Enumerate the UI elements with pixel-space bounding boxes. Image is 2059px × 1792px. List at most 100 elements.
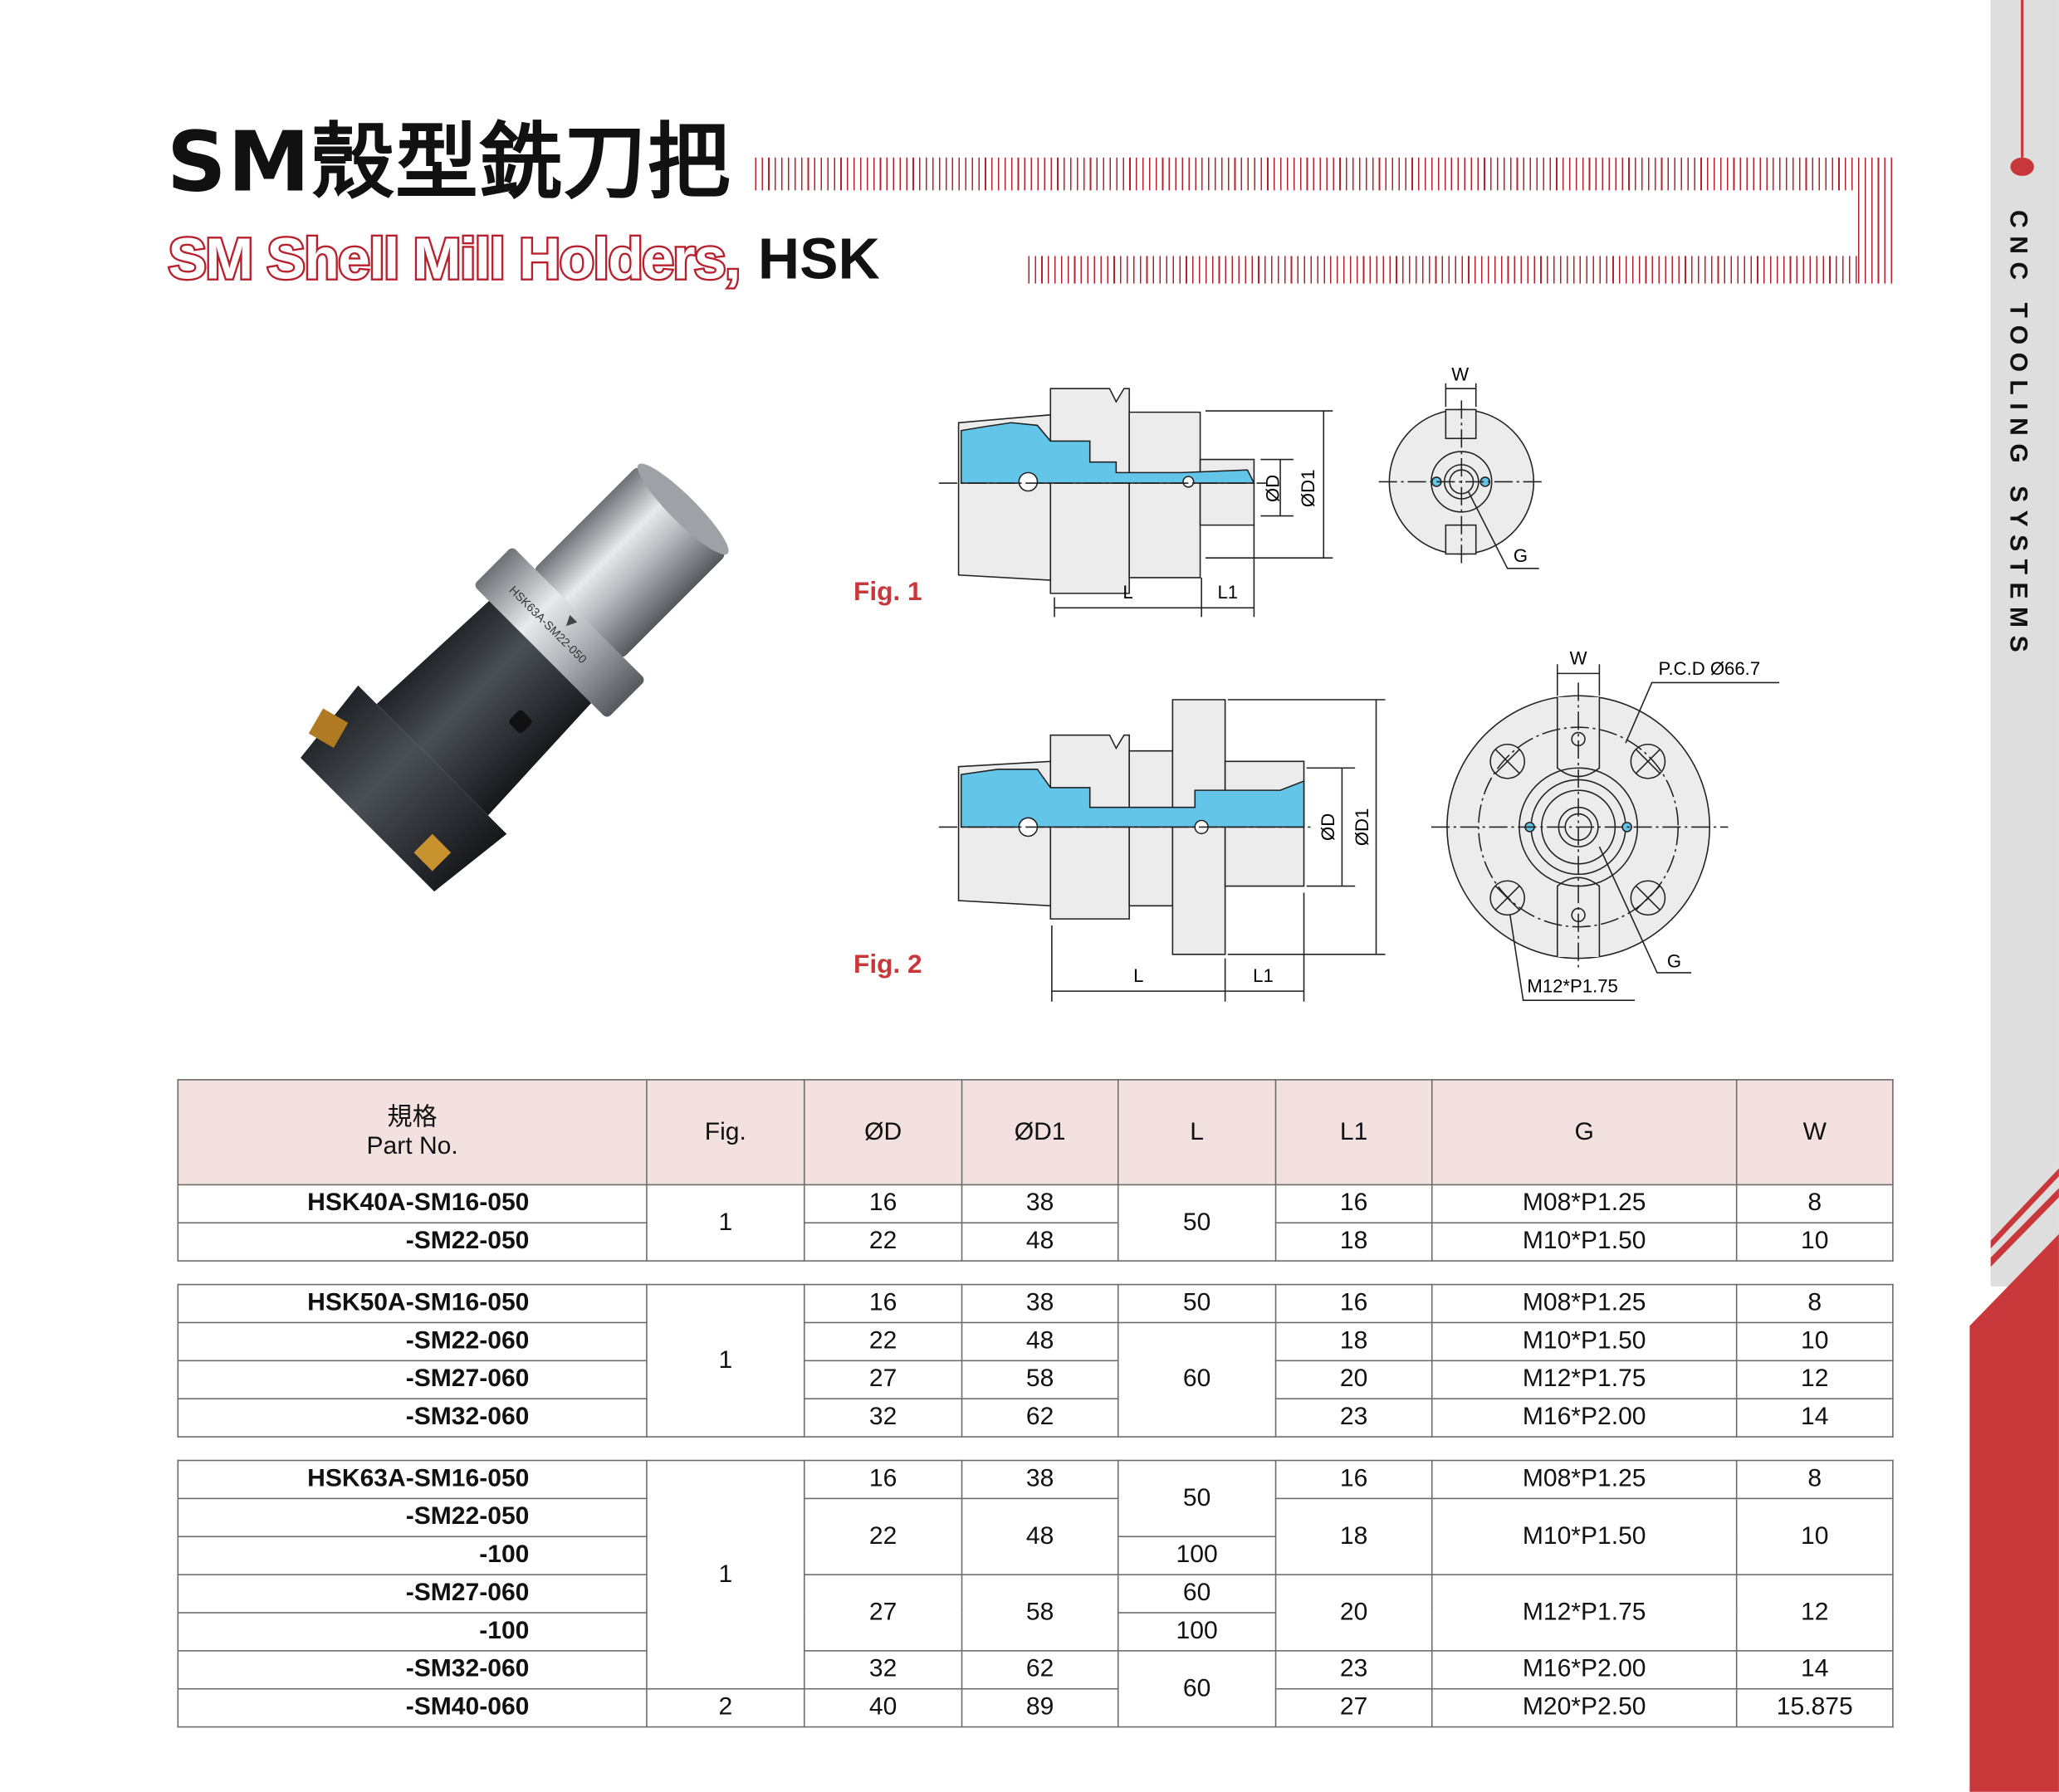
subtitle-outlined: SM Shell Mill Holders,: [166, 227, 743, 292]
fig: 2: [646, 1687, 805, 1728]
sidebar-band: [1990, 0, 2059, 1287]
header-l1: L1: [1274, 1079, 1433, 1186]
table-row: -SM22-050 22 48 18 M10*P1.50 10: [177, 1497, 1894, 1575]
w: 14: [1735, 1398, 1894, 1438]
fig2-side-view: [938, 699, 1386, 1002]
fig1-dim-w: W: [1451, 364, 1469, 385]
d1: 89: [961, 1687, 1119, 1728]
l1: 27: [1274, 1687, 1433, 1728]
d1: 38: [961, 1184, 1119, 1224]
subtitle-suffix: HSK: [757, 227, 880, 292]
header-fig: Fig.: [646, 1079, 805, 1186]
d: 22: [803, 1321, 963, 1362]
table-row: -SM22-060 22 48 60 18 M10*P1.50 10: [177, 1321, 1894, 1438]
d1: 58: [961, 1574, 1119, 1652]
product-photo: HSK63A-SM22-050: [300, 463, 729, 892]
fig2-bolt-label: M12*P1.75: [1527, 976, 1617, 997]
table-row: -SM32-060 32 62 60 23 M16*P2.00 14: [177, 1650, 1894, 1728]
w: 15.875: [1735, 1687, 1894, 1728]
fig1-dim-d: ØD: [1262, 475, 1283, 502]
spec-table-hsk63: HSK63A-SM16-050 1 16 38 50 16 M08*P1.25 …: [177, 1459, 1894, 1728]
d1: 38: [961, 1283, 1119, 1324]
g: M16*P2.00: [1431, 1650, 1738, 1690]
l1: 16: [1274, 1283, 1433, 1324]
d: 16: [803, 1184, 963, 1224]
fig: 1: [646, 1184, 805, 1262]
subtitle-hatch-decoration: [1028, 256, 1858, 284]
fig1-dim-g: G: [1514, 545, 1528, 566]
fig: 1: [646, 1459, 805, 1690]
sidebar-red-block: [1969, 1233, 2059, 1792]
part-no: -SM40-060: [177, 1687, 648, 1728]
d1: 48: [961, 1321, 1119, 1362]
fig2-dim-w: W: [1570, 647, 1587, 668]
sidebar-dot: [2010, 157, 2034, 176]
l1: 23: [1274, 1650, 1433, 1690]
w: 10: [1735, 1321, 1894, 1362]
g: M20*P2.50: [1431, 1687, 1738, 1728]
l: 100: [1117, 1612, 1277, 1652]
part-no: HSK50A-SM16-050: [177, 1283, 648, 1324]
table-row: -SM27-060 27 58 60 20 M12*P1.75 12: [177, 1574, 1894, 1652]
fig2-front-view: [1431, 664, 1780, 1001]
part-no: -SM22-050: [177, 1222, 648, 1262]
page-title-english: SM Shell Mill Holders,HSK: [166, 228, 880, 290]
title-hatch-decoration: [755, 157, 1893, 191]
w: 8: [1735, 1459, 1894, 1500]
l: 50: [1117, 1184, 1277, 1262]
w: 8: [1735, 1283, 1894, 1324]
d: 32: [803, 1650, 963, 1690]
table-row: HSK63A-SM16-050 1 16 38 50 16 M08*P1.25 …: [177, 1459, 1894, 1690]
l: 50: [1117, 1283, 1277, 1324]
holder-body: [376, 601, 592, 816]
w: 12: [1735, 1574, 1894, 1652]
part-no: HSK63A-SM16-050: [177, 1459, 648, 1500]
g: M08*P1.25: [1431, 1283, 1738, 1324]
title-hatch-corner-decoration: [1857, 183, 1893, 284]
l1: 20: [1274, 1360, 1433, 1399]
fig1-side-view: [938, 388, 1333, 618]
l1: 18: [1274, 1222, 1433, 1262]
table-row: -100 100: [177, 1536, 1893, 1575]
part-no: -100: [177, 1536, 648, 1575]
fig2-dim-d1: ØD1: [1352, 808, 1372, 846]
table-row: HSK50A-SM16-050 1 16 38 50 16 M08*P1.25 …: [177, 1283, 1894, 1438]
part-no: HSK40A-SM16-050: [177, 1184, 648, 1224]
header-g: G: [1431, 1079, 1738, 1186]
cutter-head: [300, 685, 507, 892]
header-d: ØD: [803, 1079, 963, 1186]
header-part-cn: 規格: [387, 1103, 438, 1131]
flange-ring: [475, 548, 644, 717]
g: M16*P2.00: [1431, 1398, 1738, 1438]
table-row: HSK40A-SM16-050 1 16 38 50 16 M08*P1.25 …: [177, 1184, 1894, 1262]
part-no: -100: [177, 1612, 648, 1652]
d: 22: [803, 1497, 963, 1575]
fig2-pcd-label: P.C.D Ø66.7: [1659, 658, 1761, 679]
w: 14: [1735, 1650, 1894, 1690]
d: 22: [803, 1222, 963, 1262]
part-no: -SM32-060: [177, 1398, 648, 1438]
fig1-dim-l1: L1: [1217, 582, 1238, 603]
d: 27: [803, 1360, 963, 1399]
fig2-dim-d: ØD: [1318, 813, 1338, 841]
l1: 18: [1274, 1497, 1433, 1575]
w: 10: [1735, 1497, 1894, 1575]
table-row: -SM27-060 27 58 20 M12*P1.75 12: [177, 1360, 1894, 1399]
d: 32: [803, 1398, 963, 1438]
part-no: -SM27-060: [177, 1360, 648, 1399]
l1: 16: [1274, 1459, 1433, 1500]
l1: 16: [1274, 1184, 1433, 1224]
l: 100: [1117, 1536, 1277, 1575]
sidebar-stripe: [1990, 1168, 2059, 1249]
d1: 62: [961, 1650, 1119, 1690]
d: 16: [803, 1283, 963, 1324]
table-row: -SM22-050 22 48 18 M10*P1.50 10: [177, 1222, 1894, 1262]
g: M10*P1.50: [1431, 1497, 1738, 1575]
sidebar-stripe: [1990, 1188, 2059, 1267]
g: M08*P1.25: [1431, 1184, 1738, 1224]
fig1-front-view: [1378, 383, 1544, 569]
d1: 48: [961, 1222, 1119, 1262]
cutting-insert: [308, 708, 349, 749]
